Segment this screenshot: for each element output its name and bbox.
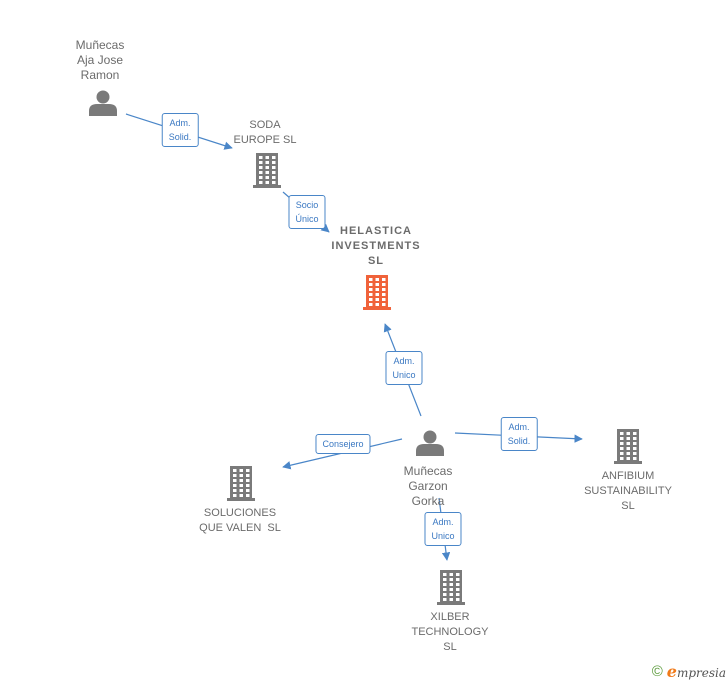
copyright-symbol: ©	[651, 663, 663, 680]
brand-footer: © empresia	[652, 662, 726, 681]
building-icon[interactable]	[227, 466, 255, 501]
brand-logo: empresia	[666, 662, 726, 681]
building-icon[interactable]	[253, 153, 281, 188]
building-icon[interactable]	[614, 429, 642, 464]
person-icon[interactable]	[416, 430, 444, 457]
person-icon[interactable]	[89, 90, 117, 117]
edge-label[interactable]: Adm.Solid.	[500, 417, 538, 451]
building-icon[interactable]	[437, 570, 465, 605]
edge-label[interactable]: Adm.Unico	[424, 512, 462, 546]
building-icon[interactable]	[363, 275, 391, 310]
edge-label[interactable]: Adm.Unico	[385, 351, 423, 385]
edge-label[interactable]: Consejero	[315, 434, 371, 454]
edge-label[interactable]: Adm.Solid.	[161, 113, 199, 147]
